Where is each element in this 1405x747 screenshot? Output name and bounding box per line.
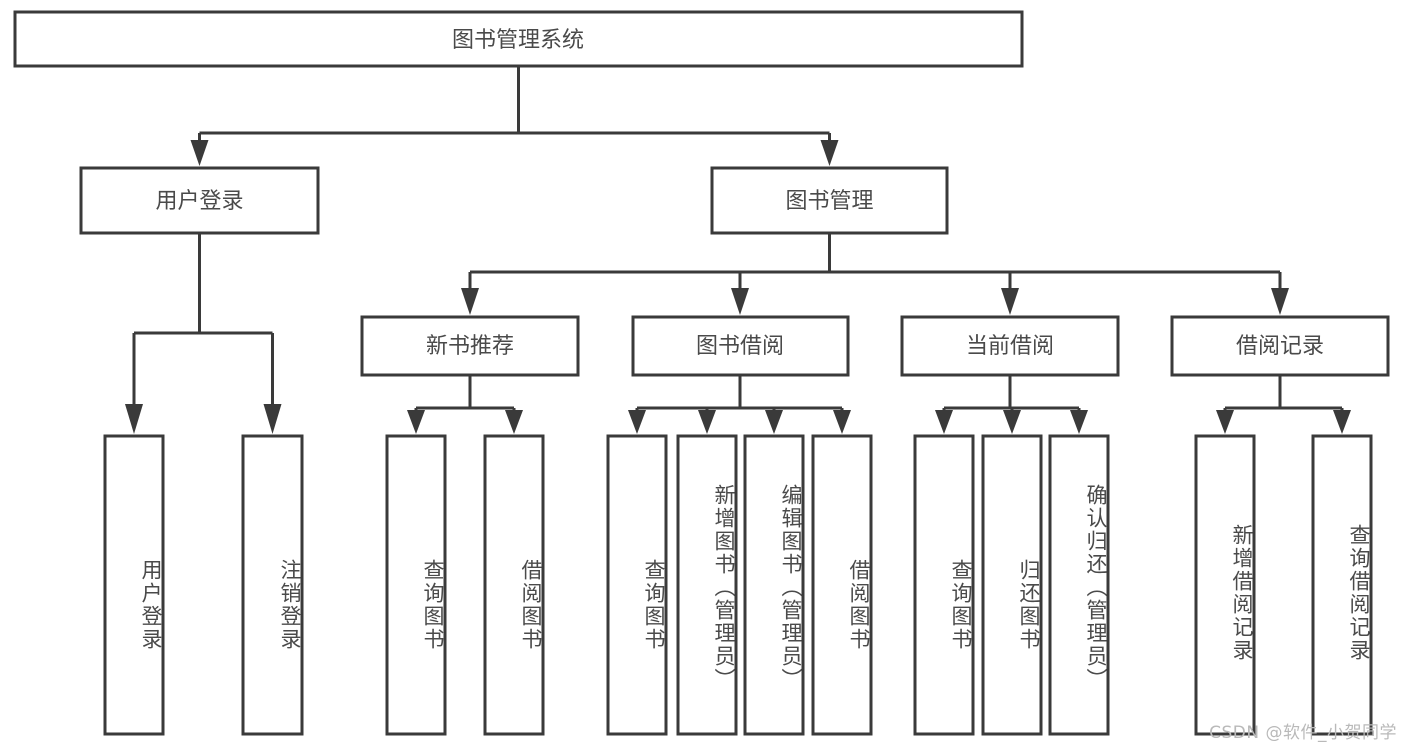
node-borrow-record[interactable]: 借阅记录 <box>1170 315 1390 377</box>
arrow-head-leaf-query-book-borrow <box>628 410 646 434</box>
node-leaf-confirm-return-box[interactable] <box>1048 434 1110 736</box>
node-current-borrow[interactable]: 当前借阅 <box>900 315 1120 377</box>
arrow-head-leaf-add-book <box>698 410 716 434</box>
arrow-head-book-manage <box>820 140 839 166</box>
node-root-box[interactable] <box>13 10 1024 68</box>
arrow-head-leaf-borrow-book-rec <box>505 410 523 434</box>
node-book-manage-label: 图书管理 <box>785 189 873 214</box>
node-user-login-label: 用户登录 <box>155 189 243 214</box>
node-current-borrow-box[interactable] <box>900 315 1120 377</box>
arrow-head-leaf-edit-book <box>765 410 783 434</box>
node-book-borrow-label: 图书借阅 <box>696 334 784 359</box>
node-book-manage-box[interactable] <box>710 166 949 235</box>
node-leaf-return-book-box[interactable] <box>981 434 1043 736</box>
node-leaf-borrow-book-rec-box[interactable] <box>483 434 545 736</box>
node-new-book-recommend-box[interactable] <box>360 315 580 377</box>
node-leaf-borrow-book-box[interactable] <box>811 434 873 736</box>
node-current-borrow-label: 当前借阅 <box>966 334 1054 359</box>
node-new-book-recommend-label: 新书推荐 <box>426 334 514 359</box>
node-borrow-record-box[interactable] <box>1170 315 1390 377</box>
node-leaf-query-borrow-record-box[interactable] <box>1311 434 1373 736</box>
arrow-head-leaf-query-book-rec <box>407 410 425 434</box>
arrow-head-leaf-logout-login <box>263 404 282 434</box>
connector-layer <box>125 66 1351 434</box>
arrow-head-leaf-query-book-current <box>935 410 953 434</box>
arrow-head-current-borrow <box>1001 288 1019 315</box>
node-leaf-add-borrow-record-box[interactable] <box>1194 434 1256 736</box>
arrow-head-leaf-confirm-return <box>1070 410 1088 434</box>
arrow-head-user-login <box>190 140 209 166</box>
node-leaf-query-book-borrow-box[interactable] <box>606 434 668 736</box>
node-leaf-logout-login-box[interactable] <box>241 434 304 736</box>
leaf-boxes-layer <box>103 434 1373 736</box>
node-user-login[interactable]: 用户登录 <box>79 166 320 235</box>
arrow-head-leaf-return-book <box>1003 410 1021 434</box>
arrow-head-leaf-query-borrow-record <box>1333 410 1351 434</box>
arrow-head-new-book-recommend <box>461 288 479 315</box>
node-leaf-add-book-box[interactable] <box>676 434 738 736</box>
node-user-login-box[interactable] <box>79 166 320 235</box>
node-leaf-query-book-current-box[interactable] <box>913 434 975 736</box>
node-book-manage[interactable]: 图书管理 <box>710 166 949 235</box>
node-leaf-user-login-box[interactable] <box>103 434 165 736</box>
node-root[interactable]: 图书管理系统 <box>13 10 1024 68</box>
node-borrow-record-label: 借阅记录 <box>1236 334 1324 359</box>
arrow-head-book-borrow <box>731 288 749 315</box>
node-book-borrow[interactable]: 图书借阅 <box>631 315 850 377</box>
node-leaf-query-book-rec-box[interactable] <box>385 434 447 736</box>
node-leaf-edit-book-box[interactable] <box>743 434 805 736</box>
node-book-borrow-box[interactable] <box>631 315 850 377</box>
arrow-head-leaf-user-login <box>125 404 143 434</box>
node-new-book-recommend[interactable]: 新书推荐 <box>360 315 580 377</box>
csdn-watermark: CSDN @软件_小贺同学 <box>1209 723 1397 743</box>
arrow-head-leaf-add-borrow-record <box>1216 410 1234 434</box>
arrow-head-borrow-record <box>1271 288 1289 315</box>
node-root-label: 图书管理系统 <box>452 28 584 53</box>
arrow-head-leaf-borrow-book <box>833 410 851 434</box>
